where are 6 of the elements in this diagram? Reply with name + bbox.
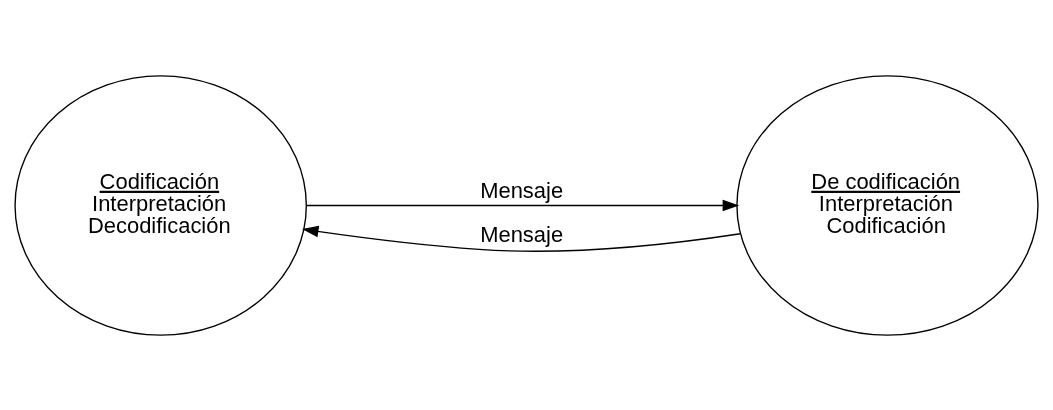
node-ellipse: Codificación Interpretación Decodificación [14, 74, 307, 336]
arrow [302, 225, 742, 252]
edge-label: Mensaje [480, 177, 564, 203]
edge-label: Mensaje [480, 221, 564, 247]
node-ellipse: De codificación Interpretación Codificación [736, 74, 1039, 336]
arrow [305, 199, 740, 211]
